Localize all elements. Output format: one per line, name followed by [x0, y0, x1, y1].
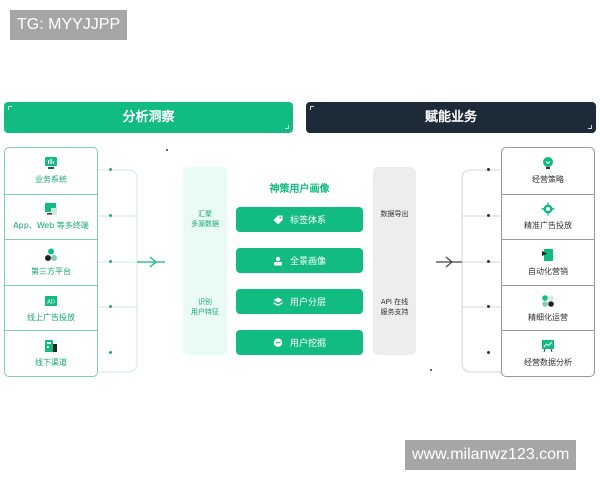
connector-dot — [487, 305, 490, 308]
operations-icon — [542, 294, 554, 307]
connector-dot — [109, 351, 112, 354]
watermark-top-left: TG: MYYJJPP — [10, 10, 128, 40]
export-api-band: 数据导出 API 在线 服务支持 — [373, 167, 416, 355]
pill-label: 用户分层 — [289, 298, 326, 308]
corner-mark — [588, 125, 592, 129]
source-label: 业务系统 — [35, 175, 67, 185]
automation-icon — [542, 248, 553, 261]
tag-icon — [273, 215, 283, 224]
chat-icon — [273, 338, 283, 347]
source-offline-channel: 线下渠道 — [5, 330, 97, 376]
store-icon — [45, 340, 57, 353]
source-label: App、Web 等多终端 — [13, 221, 89, 231]
connector-dot — [109, 260, 112, 263]
decor-dot — [166, 149, 168, 151]
analysis-insight-header: 分析洞察 — [4, 102, 293, 133]
data-sources-column: 业务系统 App、Web 等多终端 第三方平台 AD 线上广告投放 线下渠道 — [4, 147, 98, 377]
chart-board-icon — [542, 340, 554, 353]
output-label: 经营数据分析 — [524, 358, 572, 368]
user-segmentation-box: 用户分层 — [236, 289, 363, 314]
layers-icon — [273, 297, 283, 306]
output-label: 精准广告投放 — [524, 221, 572, 231]
pill-label: 全景画像 — [289, 257, 326, 267]
pill-label: 用户挖掘 — [289, 339, 326, 349]
source-online-ads: AD 线上广告投放 — [5, 284, 97, 331]
corner-mark — [310, 106, 314, 110]
output-business-strategy: 经营策略 — [502, 148, 594, 194]
ad-icon: AD — [45, 295, 57, 306]
source-business-system: 业务系统 — [5, 148, 97, 194]
connector-dot — [487, 168, 490, 171]
user-icon — [273, 256, 282, 265]
output-automated-marketing: 自动化营销 — [502, 239, 594, 285]
third-party-icon — [45, 248, 57, 261]
output-precise-ads: 精准广告投放 — [502, 193, 594, 240]
header-label: 分析洞察 — [122, 110, 175, 125]
output-label: 自动化营销 — [528, 266, 568, 276]
connector-dot — [487, 260, 490, 263]
output-refined-operations: 精细化运营 — [502, 284, 594, 331]
devices-icon — [45, 203, 57, 216]
header-label: 赋能业务 — [424, 110, 477, 125]
corner-mark — [8, 106, 12, 110]
bulb-icon — [543, 157, 553, 170]
corner-mark — [285, 125, 289, 129]
source-label: 线上广告投放 — [27, 312, 75, 322]
aggregate-identify-band: 汇聚 多源数据 识别 用户特征 — [183, 167, 227, 355]
band-text-aggregate: 汇聚 多源数据 — [191, 210, 219, 228]
source-multi-terminal: App、Web 等多终端 — [5, 193, 97, 240]
pill-label: 标签体系 — [289, 216, 326, 226]
connector-dot — [487, 351, 490, 354]
output-business-data-analysis: 经营数据分析 — [502, 330, 594, 376]
output-label: 经营策略 — [532, 175, 564, 185]
business-outputs-column: 经营策略 精准广告投放 自动化营销 精细化运营 经营数据分析 — [501, 147, 595, 377]
empower-business-header: 赋能业务 — [306, 102, 596, 133]
band-text-api: API 在线 服务支持 — [380, 298, 409, 316]
target-icon — [541, 202, 555, 216]
band-text-export: 数据导出 — [380, 210, 409, 218]
center-title: 神策用户画像 — [269, 184, 330, 195]
band-text-identify: 识别 用户特征 — [191, 298, 219, 316]
watermark-bottom-right: www.milanwz123.com — [405, 440, 577, 470]
source-label: 第三方平台 — [31, 266, 71, 276]
connector-dot — [487, 214, 490, 217]
source-third-party: 第三方平台 — [5, 239, 97, 285]
user-mining-box: 用户挖掘 — [236, 330, 363, 355]
output-label: 精细化运营 — [528, 312, 568, 322]
tag-system-box: 标签体系 — [236, 207, 363, 232]
svg-text:AD: AD — [47, 299, 55, 305]
monitor-icon — [45, 157, 57, 170]
connector-dot — [109, 214, 112, 217]
connector-dot — [109, 305, 112, 308]
decor-dot — [430, 369, 432, 371]
source-label: 线下渠道 — [35, 358, 67, 368]
panoramic-portrait-box: 全景画像 — [236, 248, 363, 273]
connector-dot — [109, 168, 112, 171]
